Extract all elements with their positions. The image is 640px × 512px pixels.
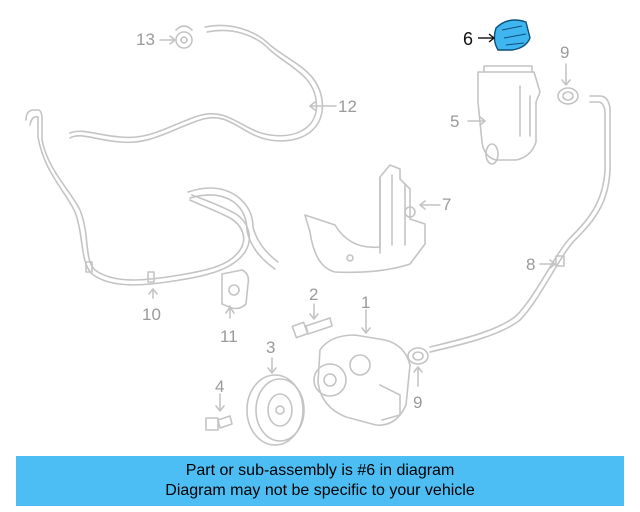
label-11: 11 [220,327,238,346]
label-2: 2 [309,285,319,304]
part-9-clamp-bottom [407,347,429,387]
label-9-top: 9 [560,43,570,62]
label-10: 10 [142,305,161,324]
part-7-bracket [304,164,441,274]
part-10-pressure-line [25,109,279,299]
label-8: 8 [526,255,536,274]
info-banner: Part or sub-assembly is #6 in diagram Di… [16,456,624,506]
label-5: 5 [450,112,460,131]
part-4-bolt [205,393,233,431]
label-12: 12 [338,97,357,116]
label-1: 1 [361,293,371,312]
part-11-bracket [221,269,250,319]
label-13: 13 [136,30,155,49]
part-13-clamp [159,25,193,49]
label-4: 4 [215,377,225,396]
label-7: 7 [442,195,452,214]
part-5-reservoir [467,65,541,165]
label-9-bottom: 9 [413,393,423,412]
part-9-clamp-top [557,63,579,105]
banner-line-1: Part or sub-assembly is #6 in diagram [185,462,455,479]
part-3-pulley [246,357,305,446]
part-8-hose [429,95,611,353]
part-12-hose [69,24,337,144]
label-3: 3 [266,338,276,357]
banner-line-2: Diagram may not be specific to your vehi… [165,482,475,499]
part-2-bolt [291,303,333,339]
part-1-pump [313,309,411,426]
part-6-reservoir-cap [478,19,531,51]
info-banner-bg [16,456,624,506]
label-6: 6 [463,29,474,49]
